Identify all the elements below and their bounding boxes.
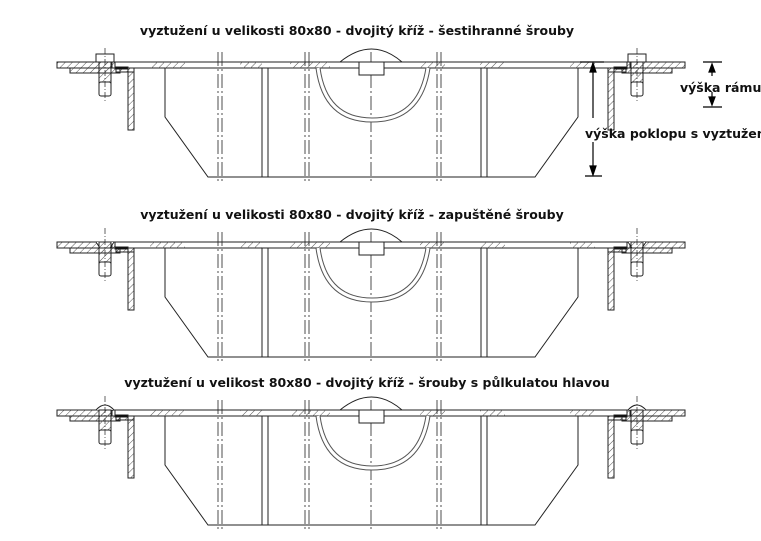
seal-strip [114, 66, 129, 70]
cover-section-panel-3 [56, 396, 686, 532]
plate-hatch [240, 242, 262, 248]
down-arrow-icon [708, 96, 716, 107]
up-arrow-icon [708, 62, 716, 73]
plate-hatch [150, 410, 185, 416]
handle-dish-inner [316, 247, 430, 302]
cover-section-panel-1 [56, 48, 686, 184]
dimension-lines [580, 61, 722, 177]
panel-2-title: vyztužení u velikosti 80x80 - dvojitý kř… [140, 207, 564, 222]
cover-height-label: výška poklopu s vyztužením [585, 126, 761, 141]
handle-dome [339, 396, 403, 411]
plate-hatch [480, 410, 505, 416]
handle-dome [339, 48, 403, 63]
reinforcement-rib [261, 67, 269, 178]
plate-hatch [150, 242, 185, 248]
seal-strip [613, 414, 628, 418]
handle-block [358, 241, 385, 256]
seal-strip [613, 246, 628, 250]
frame-flange-lower [69, 415, 121, 422]
frame-flange-lower [69, 67, 121, 74]
frame-left [56, 396, 135, 479]
panel-1-title: vyztužení u velikosti 80x80 - dvojitý kř… [139, 23, 575, 38]
reinforcement-rib [480, 67, 488, 178]
handle-dish-inner [316, 415, 430, 470]
reinforcement-rib [261, 415, 269, 526]
plate-hatch [420, 242, 445, 248]
frame-height-label: výška rámu [680, 80, 761, 95]
plate-hatch [480, 242, 505, 248]
cover-body-outline [164, 248, 579, 358]
plate-hatch [420, 62, 445, 68]
plate-hatch [150, 62, 185, 68]
frame-angle [607, 67, 615, 131]
cover-body-outline [164, 416, 579, 526]
frame-flange-lower [69, 247, 121, 254]
frame-flange-lower [621, 67, 673, 74]
handle-dish [315, 415, 431, 471]
seal-strip [114, 246, 129, 250]
plate-hatch [480, 62, 505, 68]
plate-hatch [570, 62, 595, 68]
up-arrow-icon [589, 61, 597, 73]
frame-angle [127, 67, 135, 131]
seal-strip [613, 66, 628, 70]
plate-hatch [290, 410, 330, 416]
frame-right [607, 228, 686, 311]
down-arrow-icon [589, 165, 597, 177]
plate-hatch [240, 62, 262, 68]
plate-hatch [240, 410, 262, 416]
frame-flange-lower [621, 247, 673, 254]
frame-angle [607, 247, 615, 311]
plate-hatch [570, 242, 595, 248]
plate-hatch [290, 62, 330, 68]
reinforcement-rib [261, 247, 269, 358]
cover-body-outline [164, 68, 579, 178]
frame-flange-lower [621, 415, 673, 422]
reinforcement-rib [480, 247, 488, 358]
frame-left [56, 228, 135, 311]
frame-angle [607, 415, 615, 479]
handle-dish [315, 247, 431, 303]
seal-strip [114, 414, 129, 418]
frame-right [607, 48, 686, 131]
cover-section-panel-2 [56, 228, 686, 364]
handle-dish-inner [316, 67, 430, 122]
frame-angle [127, 415, 135, 479]
handle-dish [315, 67, 431, 123]
reinforcement-rib [480, 415, 488, 526]
plate-hatch [420, 410, 445, 416]
handle-block [358, 409, 385, 424]
handle-block [358, 61, 385, 76]
frame-right [607, 396, 686, 479]
frame-left [56, 48, 135, 131]
panel-3-title: vyztužení u velikost 80x80 - dvojitý kří… [124, 375, 610, 390]
handle-dome [339, 228, 403, 243]
plate-hatch [290, 242, 330, 248]
plate-hatch [570, 410, 595, 416]
frame-angle [127, 247, 135, 311]
